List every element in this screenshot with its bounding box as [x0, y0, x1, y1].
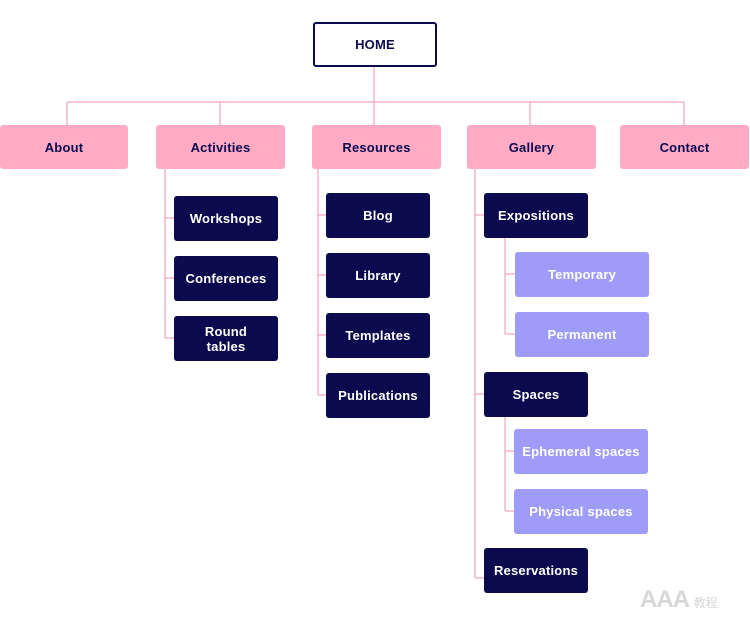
- resources-publications[interactable]: Publications: [326, 373, 430, 418]
- resources-templates[interactable]: Templates: [326, 313, 430, 358]
- activities-workshops[interactable]: Workshops: [174, 196, 278, 241]
- resources-library[interactable]: Library: [326, 253, 430, 298]
- gallery-spaces[interactable]: Spaces: [484, 372, 588, 417]
- watermark-main: AAA: [640, 586, 689, 613]
- gallery-reservations[interactable]: Reservations: [484, 548, 588, 593]
- watermark-sub: 教程: [693, 596, 718, 610]
- resources-blog[interactable]: Blog: [326, 193, 430, 238]
- nav-gallery[interactable]: Gallery: [467, 125, 596, 169]
- activities-round-tables[interactable]: Round tables: [174, 316, 278, 361]
- activities-conferences[interactable]: Conferences: [174, 256, 278, 301]
- spaces-ephemeral[interactable]: Ephemeral spaces: [514, 429, 648, 474]
- nav-about[interactable]: About: [0, 125, 128, 169]
- home-node[interactable]: HOME: [313, 22, 437, 67]
- watermark: AAA 教程: [640, 586, 718, 614]
- nav-resources[interactable]: Resources: [312, 125, 441, 169]
- nav-activities[interactable]: Activities: [156, 125, 285, 169]
- expositions-temporary[interactable]: Temporary: [515, 252, 649, 297]
- expositions-permanent[interactable]: Permanent: [515, 312, 649, 357]
- nav-contact[interactable]: Contact: [620, 125, 749, 169]
- spaces-physical[interactable]: Physical spaces: [514, 489, 648, 534]
- gallery-expositions[interactable]: Expositions: [484, 193, 588, 238]
